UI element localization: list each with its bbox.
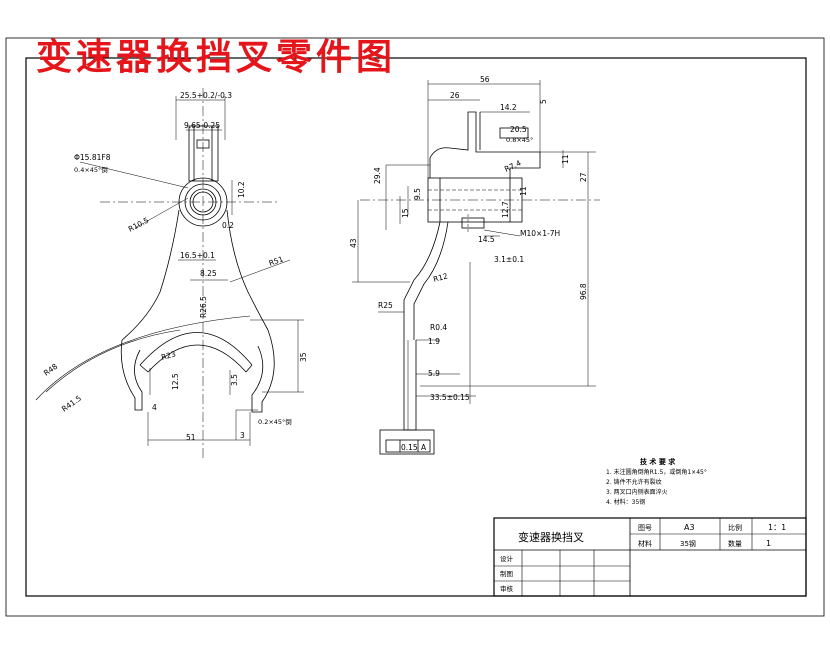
- dim-left-11: R26.5: [199, 296, 208, 318]
- qty-value: 1: [766, 539, 771, 548]
- outer-frame: [5, 37, 825, 617]
- dim-left-6: 10.2: [237, 181, 246, 198]
- tech-requirements: 技 术 要 求 1. 未注圆角倒角R1.5，或倒角1×45° 2. 铸件不允许有…: [606, 457, 707, 506]
- dim-right-15: 43: [349, 238, 358, 248]
- dim-left-19: 51: [186, 433, 196, 442]
- title-block: [493, 517, 807, 597]
- right-view: [352, 80, 600, 455]
- dim-right-18: 3.1±0.1: [494, 255, 524, 264]
- dim-left-20: 4: [152, 403, 157, 412]
- dim-right-9: 29.4: [373, 167, 382, 184]
- dim-left-3: Φ15.81F8: [74, 153, 111, 162]
- material-value: 35钢: [680, 539, 696, 548]
- tech-item-2: 2. 铸件不允许有裂纹: [606, 478, 662, 486]
- dim-left-7: 0.2: [222, 221, 234, 230]
- dim-right-1: 56: [480, 75, 490, 84]
- dim-right-10: 27: [579, 172, 588, 182]
- left-view: [35, 88, 304, 458]
- dim-left-9: 8.25: [200, 269, 217, 278]
- drawing-no: A3: [684, 523, 695, 532]
- drawing-title: 变速器换挡叉零件图: [36, 36, 397, 78]
- dim-left-17: R48: [42, 362, 59, 378]
- tech-item-4: 4. 材料：35钢: [606, 498, 645, 506]
- dim-right-4: 5: [539, 99, 548, 104]
- dim-left-5: R10.5: [127, 215, 151, 233]
- dim-right-27: A: [421, 443, 427, 452]
- tech-item-1: 1. 未注圆角倒角R1.5，或倒角1×45°: [606, 468, 707, 476]
- dim-left-18: 0.2×45°倒: [258, 417, 292, 426]
- dim-right-25: 33.5±0.15: [430, 393, 470, 402]
- dim-left-14: 3.5: [230, 374, 239, 386]
- dim-right-8: R7.4: [503, 158, 523, 173]
- qty-label: 数量: [728, 539, 742, 548]
- dim-right-5: 20.5: [510, 125, 527, 134]
- dim-right-21: R25: [378, 301, 393, 310]
- part-name: 变速器换挡叉: [518, 530, 584, 544]
- dim-left-4: 0.4×45°倒: [74, 165, 108, 174]
- tech-heading: 技 术 要 求: [640, 457, 676, 466]
- inner-frame: [25, 57, 807, 597]
- dim-right-13: 12.7: [501, 201, 510, 218]
- drafter-label: 制图: [500, 569, 513, 578]
- right-view-dims: 56 26 14.2 5 20.5 0.8×45° 11 R7.4 29.4 2…: [349, 75, 588, 452]
- material-label: 材料: [638, 539, 652, 548]
- dim-left-21: 3: [240, 431, 245, 440]
- scale-value: 1：1: [768, 523, 786, 532]
- dim-right-20: 96.8: [579, 283, 588, 300]
- dim-left-12: R23: [160, 349, 177, 362]
- dim-right-16: 14.5: [478, 235, 495, 244]
- dim-right-26: 0.15: [401, 443, 418, 452]
- tech-item-3: 3. 两叉口内侧表面淬火: [606, 488, 668, 496]
- dim-right-14: 11: [519, 186, 528, 196]
- dim-right-22: R0.4: [430, 323, 447, 332]
- dim-right-17: M10×1-7H: [520, 229, 560, 238]
- designer-label: 设计: [500, 554, 514, 563]
- dim-left-13: 12.5: [171, 373, 180, 390]
- dim-left-8: 16.5+0.1: [180, 251, 215, 260]
- dim-right-12: 15: [401, 208, 410, 218]
- scale-label: 比例: [728, 523, 742, 532]
- dim-left-16: R41.5: [60, 394, 83, 414]
- dim-left-2: 9.65-0.25: [184, 121, 220, 130]
- dim-right-6: 0.8×45°: [506, 136, 533, 144]
- dim-right-2: 26: [450, 91, 460, 100]
- dim-right-23: 1.9: [428, 337, 440, 346]
- drawing-no-label: 图号: [638, 524, 652, 532]
- dim-right-3: 14.2: [500, 103, 517, 112]
- dim-right-11: 9.5: [413, 188, 422, 200]
- dim-left-1: 25.5+0.2/-0.3: [180, 91, 232, 100]
- dim-right-24: 5.9: [428, 369, 440, 378]
- dim-right-19: R12: [432, 271, 449, 284]
- dim-right-7: 11: [561, 154, 570, 164]
- dim-left-10: R51: [268, 254, 285, 268]
- reviewer-label: 审核: [500, 584, 514, 593]
- title-block-text: 变速器换挡叉 图号 A3 比例 1：1 材料 35钢 数量 1 设计 制图 审核: [500, 523, 786, 593]
- left-view-dims: 25.5+0.2/-0.3 9.65-0.25 Φ15.81F8 0.4×45°…: [42, 91, 308, 442]
- dim-left-15: 35: [299, 352, 308, 362]
